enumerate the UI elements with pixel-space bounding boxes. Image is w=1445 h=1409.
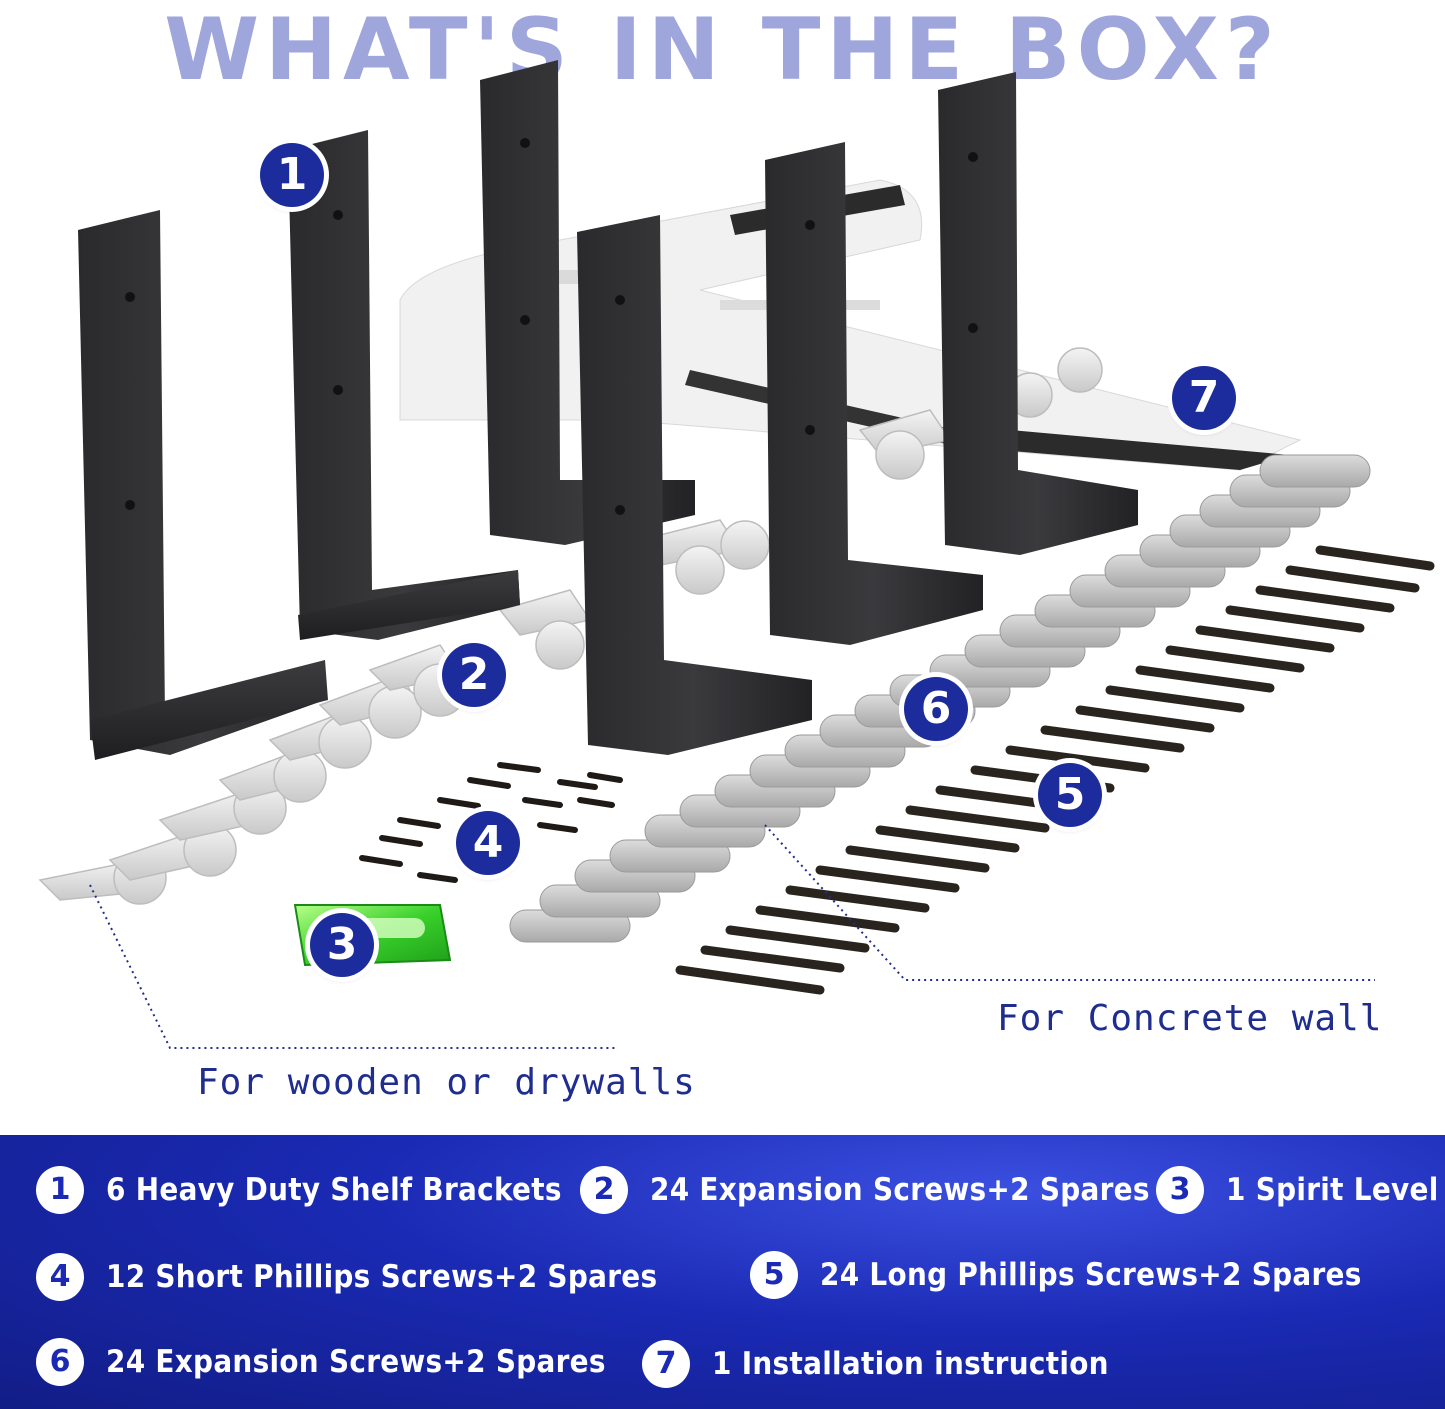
legend-num: 6: [36, 1338, 84, 1386]
legend-item-6: 6 24 Expansion Screws+2 Spares: [36, 1337, 606, 1387]
badge-4: 4: [456, 811, 520, 875]
caption-wooden: For wooden or drywalls: [197, 1062, 696, 1103]
badge-5: 5: [1038, 763, 1102, 827]
legend-item-7: 7 1 Installation instruction: [642, 1339, 1109, 1389]
product-scene: [38, 60, 1435, 1049]
legend-num: 7: [642, 1340, 690, 1388]
legend-num: 4: [36, 1253, 84, 1301]
shelf-brackets: [78, 60, 1138, 760]
badge-1: 1: [260, 143, 324, 207]
legend-text: 24 Expansion Screws+2 Spares: [106, 1344, 606, 1380]
legend-item-5: 5 24 Long Phillips Screws+2 Spares: [750, 1250, 1362, 1300]
legend-item-2: 2 24 Expansion Screws+2 Spares: [580, 1165, 1150, 1215]
legend-num: 5: [750, 1251, 798, 1299]
badge-6: 6: [904, 677, 968, 741]
badge-2: 2: [442, 643, 506, 707]
legend-num: 1: [36, 1166, 84, 1214]
legend-text: 24 Expansion Screws+2 Spares: [650, 1172, 1150, 1208]
legend-text: 6 Heavy Duty Shelf Brackets: [106, 1172, 562, 1208]
drywall-anchors: [38, 347, 1103, 905]
legend-panel: 1 6 Heavy Duty Shelf Brackets 2 24 Expan…: [0, 1135, 1445, 1409]
legend-item-3: 3 1 Spirit Level: [1156, 1165, 1439, 1215]
short-screws: [359, 762, 623, 883]
legend-text: 24 Long Phillips Screws+2 Spares: [820, 1257, 1362, 1293]
legend-text: 1 Spirit Level: [1226, 1172, 1439, 1208]
leader-lines: [89, 824, 1375, 1049]
legend-num: 3: [1156, 1166, 1204, 1214]
legend-text: 12 Short Phillips Screws+2 Spares: [106, 1259, 658, 1295]
badge-7: 7: [1172, 366, 1236, 430]
legend-item-1: 1 6 Heavy Duty Shelf Brackets: [36, 1165, 562, 1215]
caption-concrete: For Concrete wall: [997, 998, 1383, 1039]
badge-3: 3: [310, 913, 374, 977]
legend-num: 2: [580, 1166, 628, 1214]
legend-item-4: 4 12 Short Phillips Screws+2 Spares: [36, 1252, 657, 1302]
concrete-anchors: [509, 454, 1371, 943]
page-title: WHAT'S IN THE BOX?: [164, 0, 1281, 100]
legend-text: 1 Installation instruction: [712, 1346, 1109, 1382]
long-screws: [675, 545, 1435, 995]
